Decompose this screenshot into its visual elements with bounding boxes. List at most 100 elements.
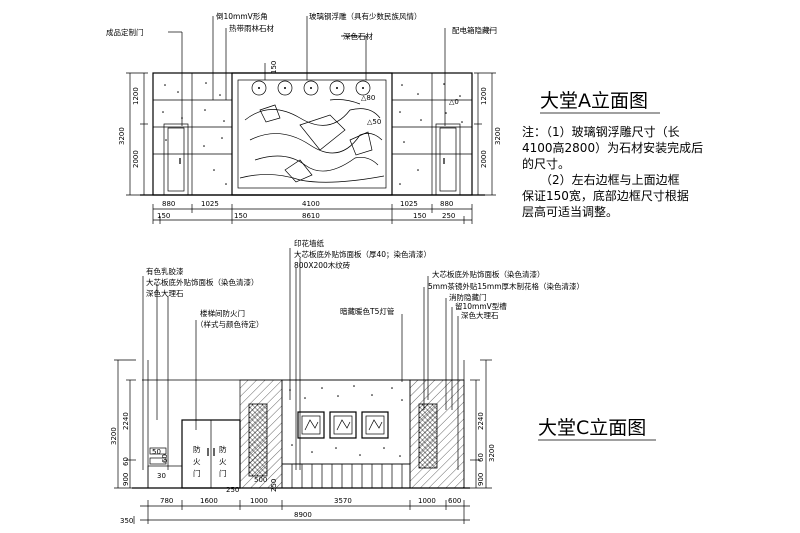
relief-tag-0: △0 bbox=[449, 98, 459, 106]
callout-box-door: 配电箱隐藏门 bbox=[452, 25, 497, 35]
callout-wood-tile: 800X200木纹砖 bbox=[294, 260, 351, 270]
callout-rainforest-stone: 热带雨林石材 bbox=[229, 23, 274, 33]
dim-c-3570: 3570 bbox=[334, 497, 352, 505]
small-fixture-b bbox=[149, 457, 167, 465]
dim-a-left-2000: 2000 bbox=[132, 150, 140, 168]
dim-c-8900: 8900 bbox=[294, 511, 312, 519]
dim-c-inner-250-a: 250 bbox=[226, 486, 239, 494]
clock-row bbox=[251, 80, 371, 96]
dim-a-1025-right: 1025 bbox=[400, 200, 418, 208]
fire-door-label-right-2: 火 bbox=[219, 457, 227, 466]
dim-a-4100: 4100 bbox=[302, 200, 320, 208]
dim-c-left-2240: 2240 bbox=[122, 412, 130, 430]
callout-veneer-right: 大芯板底外贴饰面板（染色清漆） bbox=[432, 269, 545, 279]
dim-a-right-3200: 3200 bbox=[494, 127, 502, 145]
dim-a-150-c: 150 bbox=[413, 212, 426, 220]
fire-door bbox=[181, 419, 241, 489]
dim-c-left-60: 60 bbox=[122, 457, 130, 466]
dim-c-right-60: 60 bbox=[477, 453, 485, 462]
callout-colored-latex: 有色乳胶漆 bbox=[146, 266, 184, 276]
elevation-a: △80 △0 △50 成品定制门 倒10mmV形角 热带雨林石材 玻璃钢浮雕（具… bbox=[106, 11, 703, 224]
elevation-c: 防 火 门 防 火 门 bbox=[110, 238, 656, 525]
note-line-5: 保证150宽，底部边框尺寸根据 bbox=[522, 188, 689, 203]
callout-dark-marble-left: 深色大理石 bbox=[146, 288, 184, 298]
wood-grain-lines bbox=[291, 464, 403, 488]
note-line-4: （2）左右边框与上面边框 bbox=[540, 172, 680, 187]
wood-lattice-left bbox=[248, 403, 268, 477]
dim-a-left-1200: 1200 bbox=[132, 87, 140, 105]
wood-grain-tile bbox=[281, 463, 411, 489]
callout-style-tbd: （样式与颜色待定） bbox=[196, 319, 264, 329]
custom-door-left bbox=[163, 123, 189, 196]
elevation-a-bottom-dims bbox=[152, 204, 473, 224]
dim-c-780: 780 bbox=[160, 497, 173, 505]
callout-t5-lamp: 暗藏暖色T5灯管 bbox=[340, 306, 395, 316]
elevation-c-leaders bbox=[142, 248, 459, 470]
dim-c-inner-500: 500 bbox=[254, 476, 267, 484]
callout-hidden-fire-door: 消防隐藏门 bbox=[449, 292, 487, 302]
dim-a-right-2000: 2000 bbox=[480, 150, 488, 168]
callout-veneer-left: 大芯板底外贴饰面板（染色清漆） bbox=[146, 277, 259, 287]
dim-a-150-a: 150 bbox=[157, 212, 170, 220]
elevation-c-right-dims bbox=[470, 359, 492, 489]
callout-tea-mirror: 5mm茶镜外贴15mm厚木制花格（染色清漆） bbox=[428, 281, 584, 291]
dim-c-1600: 1600 bbox=[200, 497, 218, 505]
dim-a-1025-left: 1025 bbox=[201, 200, 219, 208]
fire-door-label-left-2: 火 bbox=[193, 457, 201, 466]
fire-door-label-left-1: 防 bbox=[193, 444, 201, 454]
relief-tag-50: △50 bbox=[367, 118, 381, 126]
elevation-a-right-dims bbox=[474, 72, 496, 196]
dim-a-right-1200: 1200 bbox=[480, 87, 488, 105]
note-line-6: 层高可适当调整。 bbox=[522, 204, 618, 219]
dim-a-left-3200: 3200 bbox=[118, 127, 126, 145]
callout-custom-door: 成品定制门 bbox=[106, 27, 144, 37]
dim-c-right-900: 900 bbox=[477, 473, 485, 486]
callout-relief: 玻璃钢浮雕（具有少数民族风情） bbox=[309, 11, 422, 21]
dim-c-50: 50 bbox=[152, 448, 161, 456]
fire-door-label-right-3: 门 bbox=[219, 469, 227, 478]
note-line-3: 的尺寸。 bbox=[522, 156, 570, 171]
dim-c-1000-b: 1000 bbox=[418, 497, 436, 505]
dim-c-1000-a: 1000 bbox=[250, 497, 268, 505]
fire-door-label-left-3: 门 bbox=[193, 469, 201, 478]
wallpaper-texture bbox=[289, 385, 403, 457]
callout-v-groove: 倒10mmV形角 bbox=[216, 11, 268, 21]
elevation-c-left-dims bbox=[114, 359, 136, 489]
elevation-a-title: 大堂A立面图 bbox=[540, 90, 648, 112]
note-line-2: 4100高2800）为石材安装完成后 bbox=[522, 140, 703, 155]
dim-top-150: 150 bbox=[270, 61, 278, 74]
dim-a-150-b: 150 bbox=[234, 212, 247, 220]
dim-a-880-left: 880 bbox=[162, 200, 175, 208]
dim-c-right-2240: 2240 bbox=[477, 412, 485, 430]
dim-c-left-3200: 3200 bbox=[110, 427, 118, 445]
dim-c-600: 600 bbox=[448, 497, 461, 505]
framed-pictures bbox=[297, 411, 389, 439]
relief-artwork bbox=[239, 99, 385, 183]
callout-printed-wallpaper: 印花墙纸 bbox=[294, 238, 324, 248]
dim-c-inner-250-b: 250 bbox=[270, 479, 278, 492]
relief-tag-80: △80 bbox=[361, 94, 375, 102]
callout-v-groove-10: 留10mmV型槽 bbox=[455, 301, 507, 311]
dim-a-8610: 8610 bbox=[302, 212, 320, 220]
elevation-a-outline bbox=[152, 72, 473, 196]
elevation-a-left-dims bbox=[126, 72, 148, 196]
relief-frame bbox=[231, 72, 393, 196]
dim-a-250: 250 bbox=[442, 212, 455, 220]
stone-texture bbox=[162, 82, 463, 185]
dim-c-60-small: 60 bbox=[161, 454, 169, 463]
elevation-c-bottom-dims bbox=[133, 500, 470, 524]
callout-veneer-mid: 大芯板底外贴饰面板（厚40；染色清漆） bbox=[294, 249, 431, 259]
small-fixture-a bbox=[149, 447, 167, 455]
callout-dark-stone: 深色石材 bbox=[343, 31, 373, 41]
wood-lattice-right bbox=[418, 403, 438, 469]
distribution-box-door-right bbox=[435, 123, 461, 196]
note-line-1: 注：（1）玻璃钢浮雕尺寸（长 bbox=[522, 124, 680, 139]
dim-c-350: 350 bbox=[120, 517, 133, 525]
glass-fiber-relief bbox=[237, 79, 387, 189]
dim-c-left-900: 900 bbox=[122, 473, 130, 486]
dim-a-880-right: 880 bbox=[440, 200, 453, 208]
dim-c-30: 30 bbox=[157, 472, 166, 480]
callout-stair-fire-door: 楼梯间防火门 bbox=[200, 308, 245, 318]
callout-dark-marble-right: 深色大理石 bbox=[461, 310, 499, 320]
